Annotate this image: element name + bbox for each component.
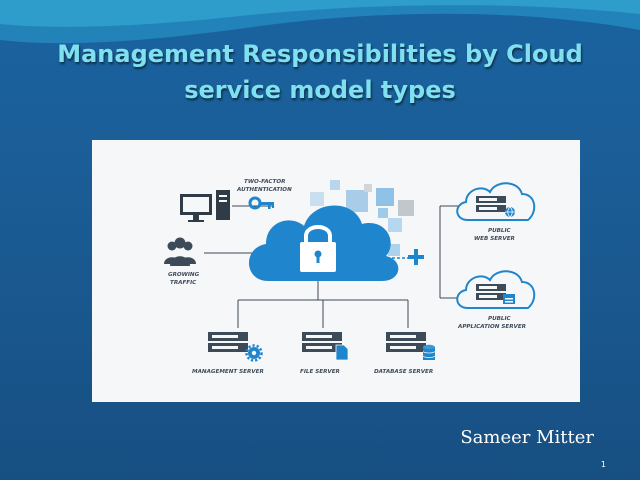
public-cloud-icon (456, 270, 536, 309)
server-rack-icon (386, 332, 426, 352)
key-icon (248, 196, 274, 210)
label-authentication: AUTHENTICATION (236, 187, 292, 193)
public-cloud-icon (456, 182, 536, 221)
header-wave-decoration (0, 0, 640, 44)
label-public-app-2: APPLICATION SERVER (457, 324, 526, 330)
server-rack-icon (302, 332, 342, 352)
server-rack-icon (208, 332, 248, 352)
label-growing: GROWING (168, 272, 200, 278)
slide-title: Management Responsibilities by Cloud ser… (20, 36, 620, 108)
label-file-server: FILE SERVER (300, 369, 340, 375)
plus-icon (408, 249, 424, 265)
file-server-icon (302, 332, 349, 361)
cloud-security-diagram: TWO-FACTOR AUTHENTICATION GROWING TRAFFI… (92, 140, 580, 402)
users-icon (164, 237, 196, 266)
label-public-web-2: WEB SERVER (474, 236, 515, 242)
label-traffic: TRAFFIC (170, 280, 197, 286)
server-rack-icon (476, 196, 506, 212)
label-public-app-1: PUBLIC (488, 316, 512, 322)
label-public-web-1: PUBLIC (488, 228, 512, 234)
database-icon (422, 344, 436, 360)
cloud-lock-icon (248, 205, 399, 281)
title-line-1: Management Responsibilities by Cloud (57, 40, 583, 68)
desktop-computer-icon (180, 190, 230, 222)
gear-icon (245, 344, 263, 362)
label-database-server: DATABASE SERVER (374, 369, 433, 375)
title-line-2: service model types (184, 76, 456, 104)
author-name: Sameer Mitter (460, 427, 594, 448)
server-rack-icon (476, 284, 506, 300)
diagram-canvas: TWO-FACTOR AUTHENTICATION GROWING TRAFFI… (164, 179, 536, 375)
page-number: 1 (600, 460, 606, 469)
document-icon (335, 344, 349, 361)
label-management-server: MANAGEMENT SERVER (192, 369, 264, 375)
management-server-icon (208, 332, 263, 362)
label-two-factor: TWO-FACTOR (244, 179, 285, 185)
database-server-icon (386, 332, 436, 360)
browser-window-icon (503, 294, 515, 304)
